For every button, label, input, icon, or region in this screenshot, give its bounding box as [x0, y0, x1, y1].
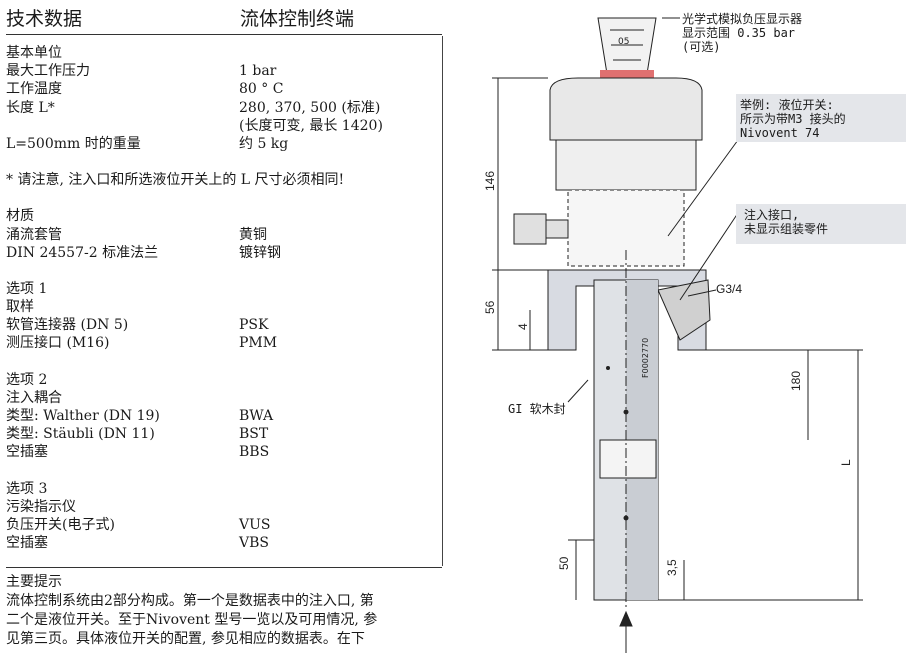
spec-column: 基本单位最大工作压力 1 bar 工作温度 80 ° C 长度 L* 280, 370, … [6, 44, 442, 552]
example-callout: 举例: 液位开关: 所示为带M3 接头的 Nivovent 74 [740, 98, 846, 140]
spec-key: 选项 2 [6, 371, 48, 388]
dim-50: 50 [557, 556, 571, 570]
spec-row: 空插塞 BBS [6, 443, 442, 461]
spec-row: 负压开关(电子式) VUS [6, 516, 442, 534]
spec-row: 选项 1 [6, 280, 442, 298]
spec-group-option1: 选项 1 取样软管连接器 (DN 5) PSK 测压接口 (M16) PMM [6, 280, 442, 353]
spec-value: BWA [239, 408, 274, 424]
spec-row: 涌流套管 黄铜 [6, 226, 442, 244]
spec-row: 类型: Stäubli (DN 11) BST [6, 425, 442, 443]
spec-value: 约 5 kg [239, 135, 289, 152]
spec-key: L=500mm 时的重量 [6, 135, 141, 152]
spec-row: 类型: Walther (DN 19) BWA [6, 407, 442, 425]
product-title: 流体控制终端 [240, 8, 355, 30]
spec-row: 材质 [6, 207, 442, 225]
spec-key: 工作温度 [6, 81, 62, 98]
length-note: * 请注意, 注入口和所选液位开关上的 L 尺寸必须相同! [6, 172, 345, 189]
spec-value: VBS [239, 535, 269, 552]
spec-key: 最大工作压力 [6, 63, 90, 80]
column-divider [442, 36, 443, 566]
spec-value: PSK [239, 317, 269, 334]
spec-row: 最大工作压力 1 bar [6, 62, 442, 80]
notes-section: 主要提示 流体控制系统由2部分构成。第一个是数据表中的注入口, 第 二个是液位开… [6, 573, 442, 649]
dim-3-5: 3,5 [665, 559, 679, 576]
notes-line-3: 见第三页。具体液位开关的配置, 参见相应的数据表。在下 [6, 631, 365, 647]
spec-key: 空插塞 [6, 444, 48, 461]
spec-key: 测压接口 (M16) [6, 335, 110, 352]
spec-row: 测压接口 (M16) PMM [6, 334, 442, 352]
spec-row: (长度可变, 最长 1420) [6, 117, 442, 135]
spec-key: 选项 1 [6, 280, 48, 297]
spec-key: 基本单位 [6, 45, 62, 61]
spec-value: PMM [239, 335, 278, 352]
spec-key: 注入耦合 [6, 389, 62, 406]
spec-key: 类型: Stäubli (DN 11) [6, 426, 155, 443]
spec-group-basic: 基本单位最大工作压力 1 bar 工作温度 80 ° C 长度 L* 280, 370, … [6, 44, 442, 153]
spec-value: BBS [239, 444, 270, 461]
dim-L: L [839, 459, 853, 466]
thread-label: G3/4 [716, 282, 743, 296]
spec-key: 材质 [6, 208, 34, 225]
spec-group-materials: 材质涌流套管 黄铜 DIN 24557-2 标准法兰 镀锌钢 [6, 207, 442, 262]
dim-146: 146 [483, 171, 497, 191]
spec-value: 黄铜 [239, 226, 267, 243]
spec-row: 空插塞 VBS [6, 534, 442, 552]
spec-row: 基本单位 [6, 44, 442, 62]
spec-key: 选项 3 [6, 480, 48, 497]
inlet-callout-box [736, 204, 906, 244]
dim-4: 4 [516, 323, 530, 330]
technical-drawing: F0002770 05 146 56 4 180 L 50 3,5 [483, 17, 863, 653]
drawing-number: F0002770 [641, 338, 650, 378]
spec-value: 80 ° C [239, 81, 284, 98]
spec-row: 选项 3 [6, 480, 442, 498]
notes-line-2: 二个是液位开关。至于Nivovent 型号一览以及可用情况, 参 [6, 612, 378, 628]
gauge-top-mark: 05 [618, 37, 629, 47]
spec-key: 取样 [6, 299, 34, 316]
gauge-callout: 光学式模拟负压显示器 显示范围 0.35 bar (可选) [682, 12, 803, 54]
spec-key: 软管连接器 (DN 5) [6, 317, 129, 334]
spec-row: DIN 24557-2 标准法兰 镀锌钢 [6, 244, 442, 262]
inlet-callout: 注入接口, 未显示组装零件 [744, 208, 829, 236]
notes-title: 主要提示 [6, 574, 62, 590]
spec-row: 选项 2 [6, 371, 442, 389]
spec-row: 软管连接器 (DN 5) PSK [6, 316, 442, 334]
example-callout-box [736, 94, 906, 142]
spec-row: L=500mm 时的重量 约 5 kg [6, 135, 442, 153]
dim-56: 56 [483, 300, 497, 314]
header-rule [6, 34, 442, 35]
spec-row: 注入耦合 [6, 389, 442, 407]
notes-line-1: 流体控制系统由2部分构成。第一个是数据表中的注入口, 第 [6, 593, 374, 609]
section-title: 技术数据 [6, 8, 83, 30]
spec-row: 污染指示仪 [6, 498, 442, 516]
spec-row: 工作温度 80 ° C [6, 80, 442, 98]
spec-value: 280, 370, 500 (标准) [239, 99, 381, 116]
spec-key: DIN 24557-2 标准法兰 [6, 244, 159, 261]
seal-label: GI 软木封 [508, 402, 566, 416]
spec-value: (长度可变, 最长 1420) [239, 117, 383, 134]
dim-180: 180 [789, 371, 803, 391]
spec-key: 负压开关(电子式) [6, 516, 115, 533]
spec-value: VUS [239, 516, 271, 533]
spec-key: 长度 L* [6, 99, 55, 116]
spec-row: 长度 L* 280, 370, 500 (标准) [6, 99, 442, 117]
spec-value: 镀锌钢 [239, 244, 281, 261]
spec-key: 空插塞 [6, 535, 48, 552]
spec-row: 取样 [6, 298, 442, 316]
spec-key: 污染指示仪 [6, 498, 76, 515]
spec-value: 1 bar [239, 63, 277, 80]
notes-rule [6, 567, 442, 568]
spec-key: 类型: Walther (DN 19) [6, 408, 160, 424]
spec-key: 涌流套管 [6, 226, 62, 243]
spec-value: BST [239, 426, 269, 443]
